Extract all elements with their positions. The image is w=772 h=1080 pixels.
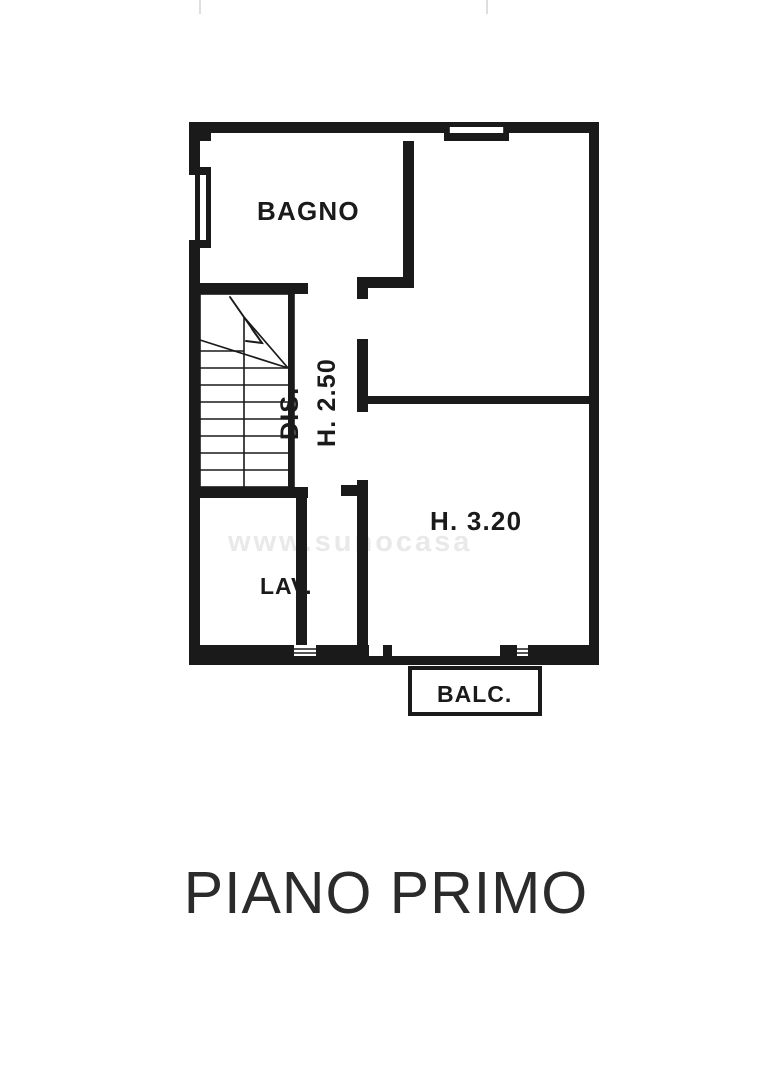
window-left — [195, 172, 211, 246]
exterior-walls — [189, 122, 599, 665]
page-title: PIANO PRIMO — [184, 860, 588, 926]
window-bottom-lav — [294, 648, 316, 654]
registration-marks — [199, 0, 488, 14]
annotation-height-320: H. 3.20 — [430, 506, 522, 536]
annotation-height-250: H. 2.50 — [313, 358, 341, 447]
room-label-bagno: BAGNO — [257, 196, 360, 226]
staircase — [199, 293, 295, 488]
stair-direction-arrow — [229, 296, 265, 345]
balcony-outline — [408, 666, 542, 716]
site-watermark: www.sunocasa — [227, 526, 472, 558]
room-label-dis: DIS. — [276, 387, 304, 440]
interior-walls — [200, 141, 589, 656]
window-top — [444, 122, 509, 141]
room-label-balc: BALC. — [437, 681, 512, 707]
room-label-lav: LAV. — [260, 573, 313, 599]
window-bottom-right — [517, 648, 556, 654]
